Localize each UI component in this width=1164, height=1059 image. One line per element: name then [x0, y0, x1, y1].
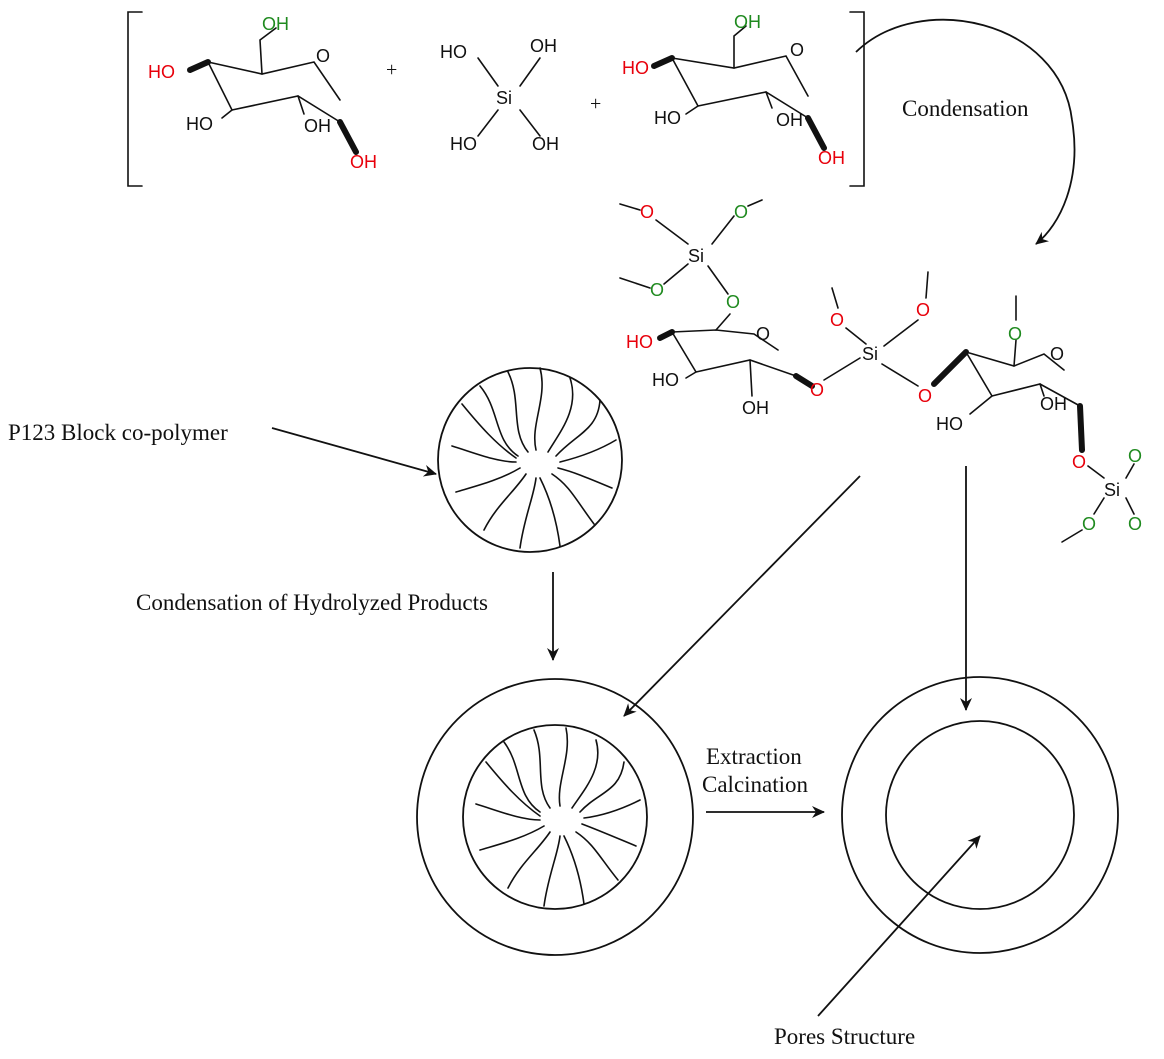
- silicic-acid-molecule: HO OH Si HO OH: [440, 36, 559, 154]
- hydroxyl-label: HO: [450, 134, 477, 154]
- condensed-silica-sugar-product: O O Si O O HO HO OH O O O O Si O: [619, 199, 1142, 543]
- p123-micelle: [437, 367, 623, 553]
- porous-silica-particle: [841, 676, 1119, 954]
- condensation-hydrolyzed-label: Condensation of Hydrolyzed Products: [136, 590, 488, 615]
- ring-oxygen-label: O: [756, 324, 770, 344]
- oxygen-label: O: [1128, 446, 1142, 466]
- hydroxyl-label: OH: [818, 148, 845, 168]
- condensation-label: Condensation: [902, 96, 1029, 121]
- oxygen-label: O: [830, 310, 844, 330]
- p123-label: P123 Block co-polymer: [8, 420, 228, 445]
- hydroxyl-label: OH: [532, 134, 559, 154]
- oxygen-label: O: [1128, 514, 1142, 534]
- p123-arrow: [271, 427, 437, 477]
- hydroxyl-label: HO: [654, 108, 681, 128]
- silicon-label: Si: [1104, 480, 1120, 500]
- silicon-label: Si: [862, 344, 878, 364]
- hydroxyl-label: OH: [530, 36, 557, 56]
- condensation-arrow: [855, 18, 1076, 245]
- hydroxyl-label: OH: [1040, 394, 1067, 414]
- hydroxyl-label: OH: [734, 12, 761, 32]
- hydroxyl-label: OH: [776, 110, 803, 130]
- oxygen-label: O: [650, 280, 664, 300]
- sugar-ring-left: OH HO HO OH OH O: [148, 14, 377, 172]
- oxygen-label: O: [916, 300, 930, 320]
- hydroxyl-label: OH: [742, 398, 769, 418]
- pores-structure-label: Pores Structure: [774, 1024, 915, 1049]
- hydroxyl-label: HO: [652, 370, 679, 390]
- oxygen-label: O: [918, 386, 932, 406]
- ring-oxygen-label: O: [316, 46, 330, 66]
- sugar-ring-right: OH HO HO OH OH O: [622, 12, 845, 168]
- hydroxyl-label: OH: [262, 14, 289, 34]
- hydroxyl-label: OH: [304, 116, 331, 136]
- oxygen-label: O: [810, 380, 824, 400]
- hydroxyl-label: HO: [626, 332, 653, 352]
- hydroxyl-label: HO: [148, 62, 175, 82]
- product-to-composite-arrow: [623, 475, 861, 717]
- ring-oxygen-label: O: [790, 40, 804, 60]
- silica-micelle-composite: [416, 678, 694, 956]
- extraction-label: Extraction: [706, 744, 802, 769]
- hydroxyl-label: OH: [350, 152, 377, 172]
- hydroxyl-label: HO: [440, 42, 467, 62]
- ring-oxygen-label: O: [1050, 344, 1064, 364]
- plus-sign: +: [386, 59, 397, 81]
- pores-arrow: [817, 835, 981, 1017]
- oxygen-label: O: [734, 202, 748, 222]
- hydroxyl-label: HO: [936, 414, 963, 434]
- oxygen-label: O: [1082, 514, 1096, 534]
- reactant-bracket-left: [127, 11, 143, 187]
- oxygen-label: O: [1008, 324, 1022, 344]
- calcination-label: Calcination: [702, 772, 809, 797]
- oxygen-label: O: [726, 292, 740, 312]
- oxygen-label: O: [640, 202, 654, 222]
- oxygen-label: O: [1072, 452, 1086, 472]
- silicon-label: Si: [496, 88, 512, 108]
- reactant-bracket-right: [849, 11, 865, 187]
- silicon-label: Si: [688, 246, 704, 266]
- hydroxyl-label: HO: [622, 58, 649, 78]
- plus-sign: +: [590, 93, 601, 115]
- hydroxyl-label: HO: [186, 114, 213, 134]
